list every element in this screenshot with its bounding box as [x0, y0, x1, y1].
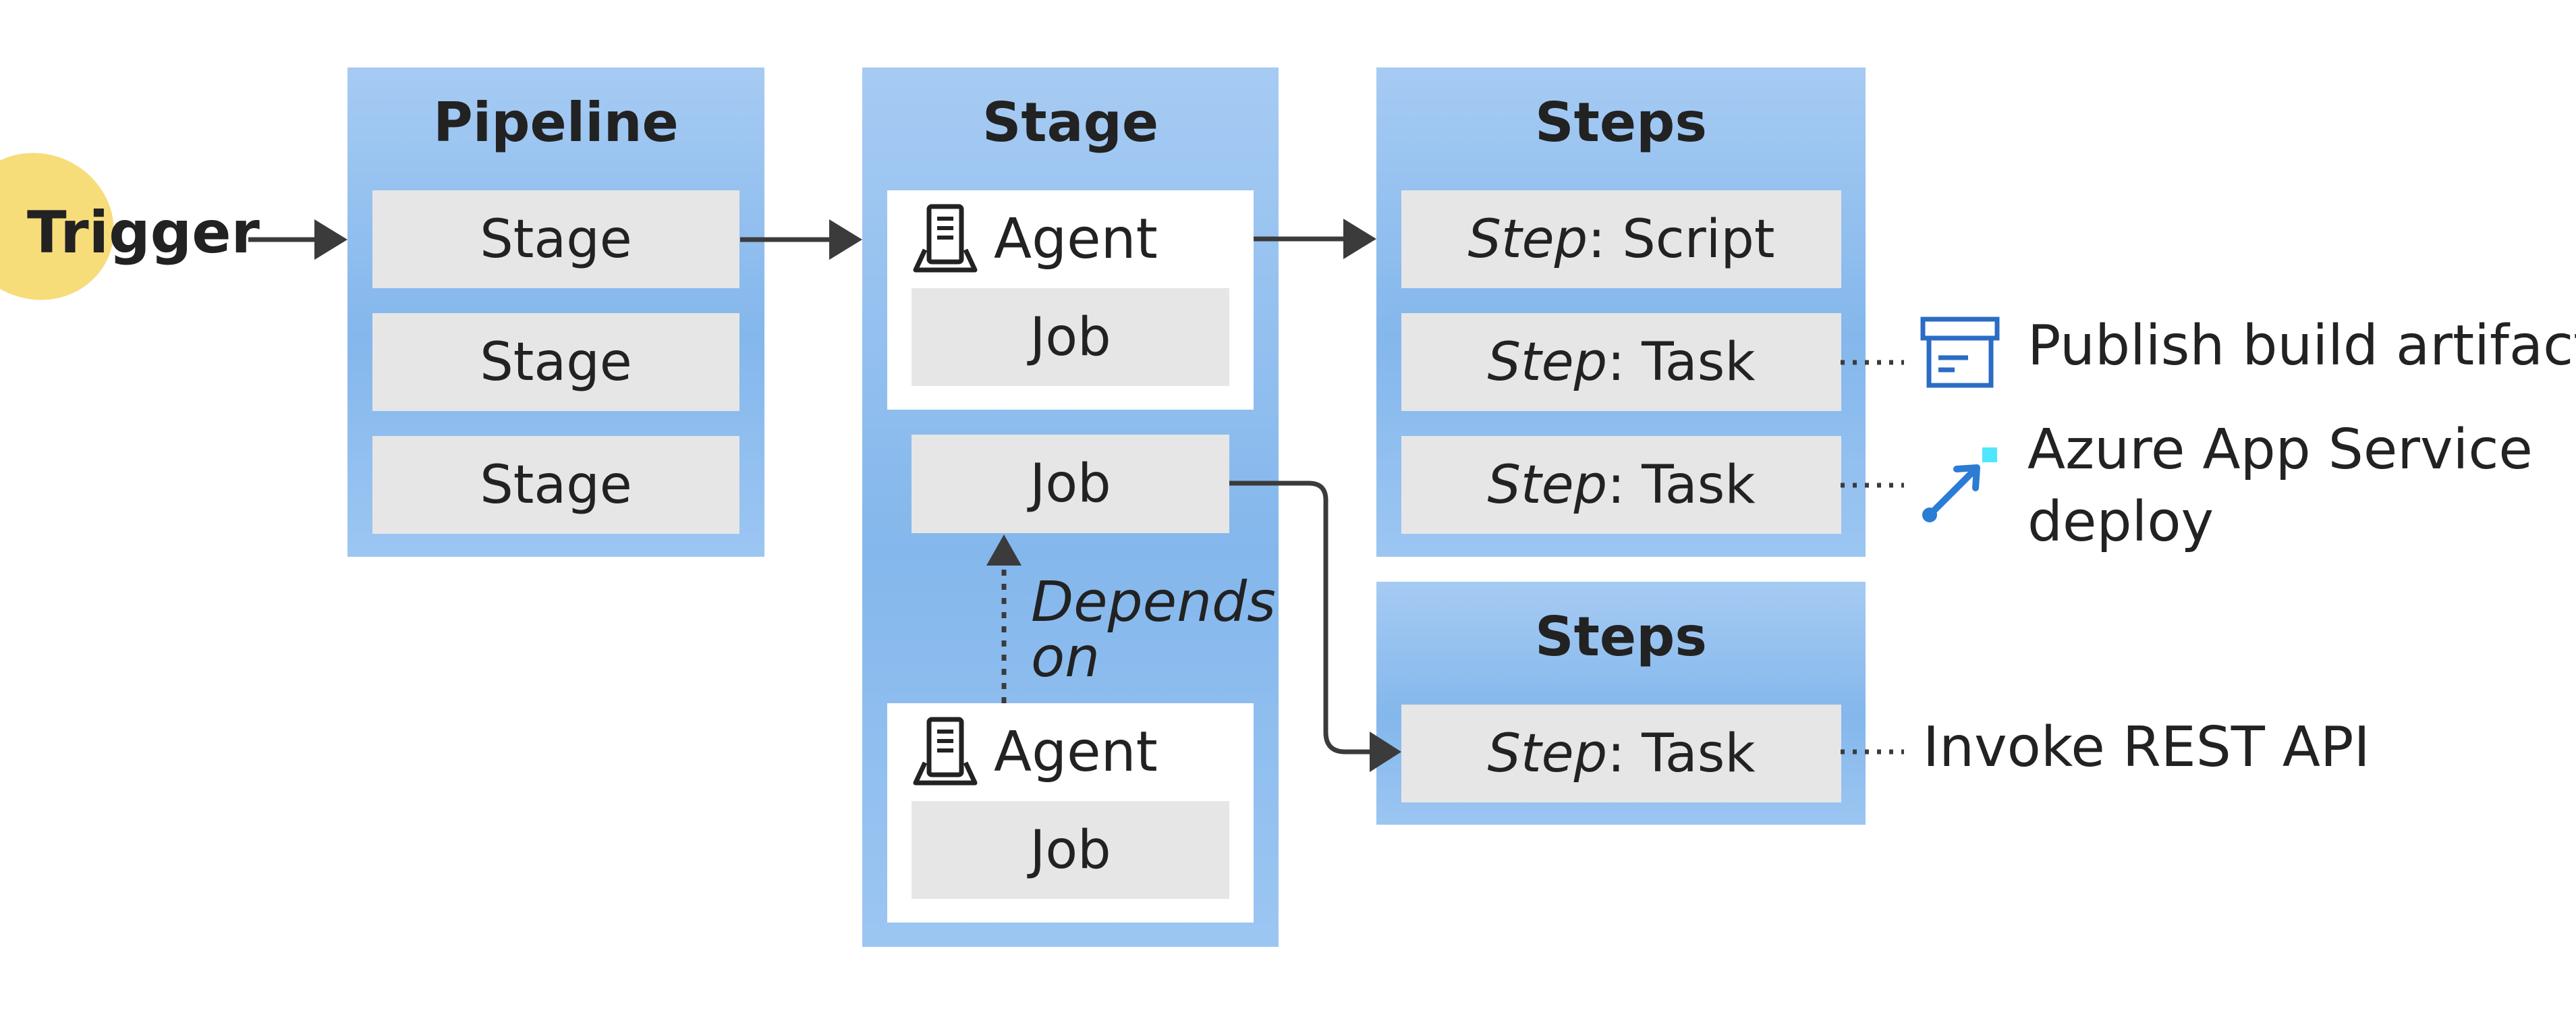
step-task-invoke: Step: Task [1401, 705, 1841, 802]
agent-job-top: Job [912, 288, 1229, 386]
arrowhead-agent-steps [1343, 219, 1376, 259]
agent-job-bottom: Job [912, 801, 1229, 899]
arrowhead-trigger-pipeline [314, 219, 347, 260]
stage-title: Stage [982, 91, 1159, 154]
steps-title-top: Steps [1535, 91, 1707, 154]
step-suffix: : Script [1588, 209, 1775, 270]
azure-app-service-icon [1922, 447, 1997, 522]
arrowhead-depends-on [986, 535, 1021, 566]
artifact-box-icon [1920, 317, 2000, 388]
step-prefix: Step [1467, 209, 1588, 270]
pipeline-stage-1: Stage [372, 190, 739, 288]
agent-label-top: Agent [994, 207, 1158, 271]
arrowhead-pipeline-stage [829, 219, 862, 260]
step-suffix: : Task [1607, 331, 1756, 393]
pipeline-stage-2: Stage [372, 313, 739, 411]
step-script: Step: Script [1401, 190, 1841, 288]
job-middle: Job [912, 435, 1229, 533]
agent-label-bottom: Agent [994, 720, 1158, 784]
step-suffix: : Task [1607, 454, 1756, 516]
step-prefix: Step [1487, 723, 1608, 784]
step-task-publish: Step: Task [1401, 313, 1841, 411]
agent-card-top: Agent Job [887, 190, 1254, 410]
publish-label: Publish build artifact [2027, 314, 2576, 378]
pipeline-stage-3: Stage [372, 436, 739, 534]
steps-panel-top: Steps Step: Script Step: Task Step: Task [1376, 67, 1866, 557]
steps-panel-bottom: Steps Step: Task [1376, 582, 1866, 825]
step-task-deploy: Step: Task [1401, 436, 1841, 534]
azure-label-line-2: deploy [2027, 489, 2214, 554]
pipeline-title: Pipeline [433, 91, 679, 154]
agent-header-top: Agent [912, 202, 1158, 277]
steps-title-bottom: Steps [1535, 605, 1707, 668]
arrow-job-steps-bottom [1229, 481, 1373, 755]
arrowhead-job-steps-bottom [1370, 732, 1401, 772]
step-prefix: Step [1487, 454, 1608, 516]
agent-header-bottom: Agent [912, 715, 1158, 790]
agent-card-bottom: Agent Job [887, 703, 1254, 923]
server-agent-icon [913, 717, 978, 786]
step-prefix: Step [1487, 331, 1608, 393]
server-agent-icon [913, 204, 978, 273]
step-suffix: : Task [1607, 723, 1756, 784]
azure-label-line-1: Azure App Service [2027, 418, 2533, 482]
invoke-label: Invoke REST API [1923, 715, 2370, 779]
depends-on-label: Depends on [1031, 575, 1276, 686]
trigger-label: Trigger [27, 199, 260, 267]
depends-on-line-1: Depends [1031, 570, 1276, 634]
stage-panel: Stage Agent Job Job Depends on [862, 67, 1279, 947]
azure-deploy-label: Azure App Service deploy [2027, 414, 2533, 558]
depends-on-line-2: on [1031, 626, 1100, 690]
pipeline-panel: Pipeline Stage Stage Stage [347, 67, 764, 557]
